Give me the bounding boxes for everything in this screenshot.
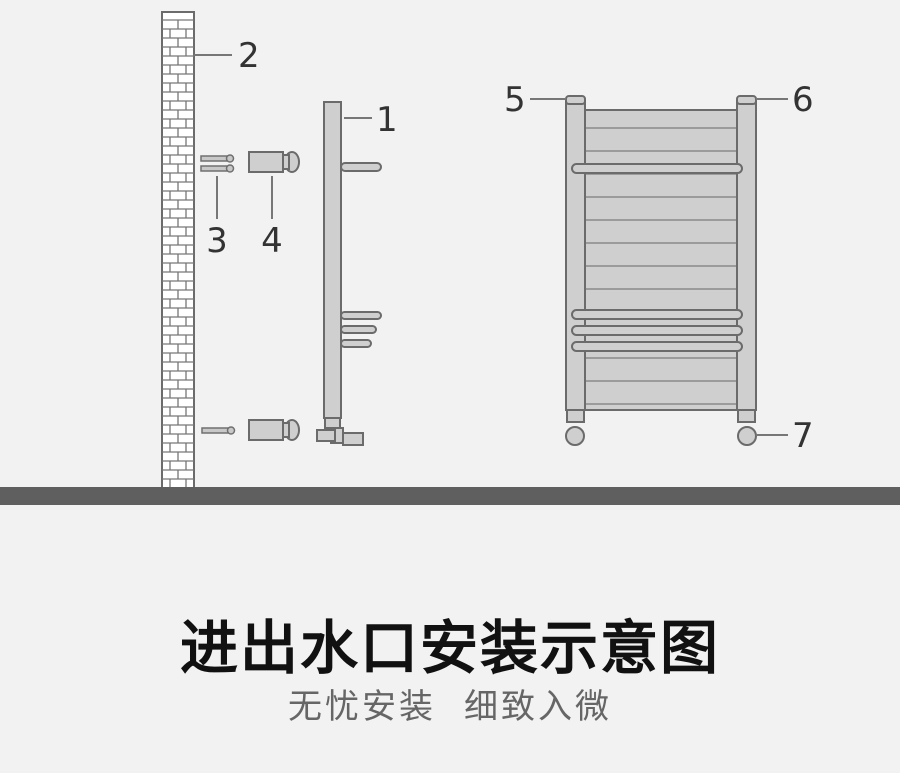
- installation-diagram: 1 2 3 4 5 6 7: [0, 11, 900, 505]
- callout-1: 1: [376, 100, 398, 140]
- callout-7: 7: [792, 416, 814, 456]
- wall-sleeve-upper: [248, 151, 300, 173]
- radiator-front-view: [565, 95, 757, 446]
- radiator-side-view: [316, 101, 382, 446]
- floor: [0, 487, 900, 505]
- page-title: 进出水口安装示意图: [179, 614, 720, 682]
- callout-4: 4: [261, 221, 283, 261]
- callout-6: 6: [792, 80, 814, 120]
- page-subtitle: 无忧安装细致入微: [0, 684, 900, 730]
- leader-lines: [194, 54, 788, 436]
- subtitle-part-1: 无忧安装: [288, 687, 436, 727]
- callout-2: 2: [238, 36, 260, 76]
- brick-wall: [161, 11, 195, 489]
- wall-sleeve-lower: [248, 419, 300, 441]
- wall-screw-upper: [200, 154, 235, 173]
- callout-3: 3: [206, 221, 228, 261]
- wall-screw-lower: [201, 426, 236, 435]
- callout-5: 5: [504, 80, 526, 120]
- subtitle-part-2: 细致入微: [464, 687, 612, 727]
